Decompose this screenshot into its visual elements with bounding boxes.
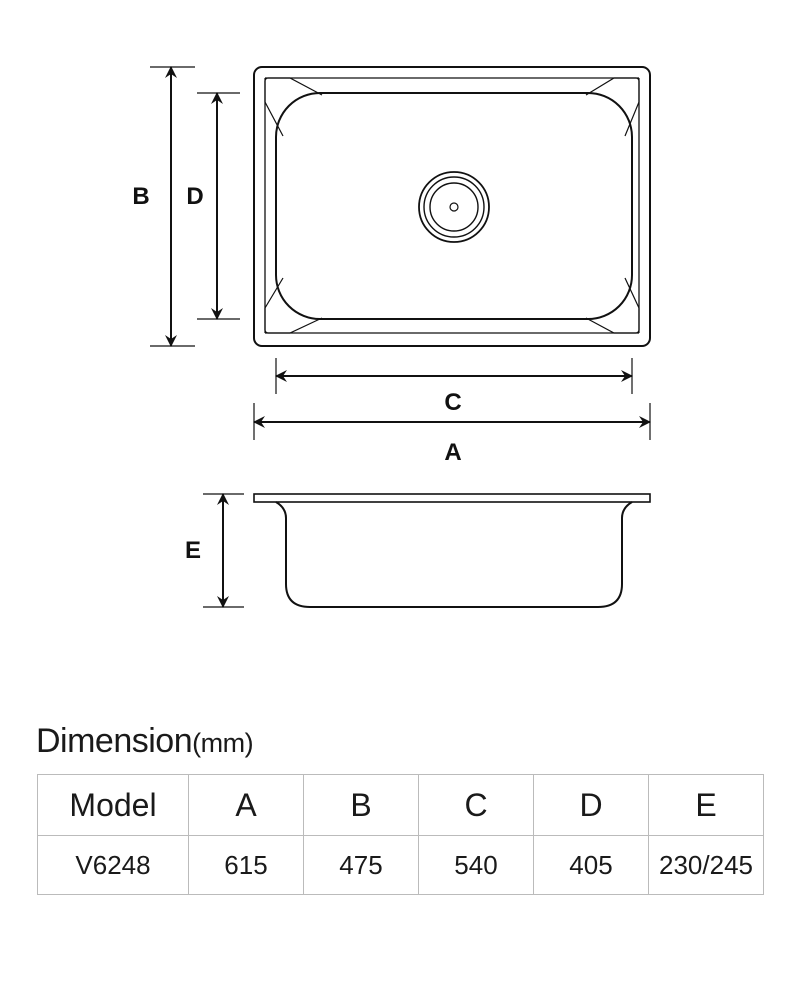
cell-a: 615 — [188, 835, 304, 895]
table-header-row: Model A B C D E — [37, 774, 764, 836]
cell-c: 540 — [418, 835, 534, 895]
label-d: D — [186, 183, 203, 210]
header-a: A — [188, 774, 304, 836]
cell-d: 405 — [533, 835, 649, 895]
label-c: C — [444, 389, 461, 416]
sink-outer-rim — [253, 66, 651, 347]
cell-e: 230/245 — [648, 835, 764, 895]
dimension-title: Dimension — [36, 722, 193, 760]
dimension-a: A — [253, 403, 651, 466]
dimension-heading: Dimension(mm) — [36, 722, 254, 761]
side-view-bowl — [275, 501, 633, 608]
sink-inner-rim — [264, 77, 640, 334]
header-e: E — [648, 774, 764, 836]
dimension-b: B — [132, 66, 195, 347]
sink-top-view — [253, 66, 651, 347]
side-view-flange — [253, 493, 651, 503]
label-e: E — [185, 537, 201, 564]
header-c: C — [418, 774, 534, 836]
header-model: Model — [37, 774, 189, 836]
dimension-unit: (mm) — [192, 728, 254, 758]
header-d: D — [533, 774, 649, 836]
table-row: V6248 615 475 540 405 230/245 — [37, 835, 764, 895]
sink-dimension-diagram: B D C A E — [132, 66, 651, 608]
cell-b: 475 — [303, 835, 419, 895]
header-b: B — [303, 774, 419, 836]
sink-bowl — [275, 92, 633, 320]
sink-corner-bevels — [264, 77, 640, 334]
drain-icon — [418, 171, 490, 243]
dimension-table: Model A B C D E V6248 615 475 540 405 23… — [37, 774, 764, 895]
dimension-d: D — [186, 92, 240, 320]
sink-side-view — [253, 493, 651, 608]
label-b: B — [132, 183, 149, 210]
dimension-e: E — [185, 493, 244, 608]
cell-model: V6248 — [37, 835, 189, 895]
dimension-c: C — [275, 358, 633, 416]
label-a: A — [444, 439, 461, 466]
